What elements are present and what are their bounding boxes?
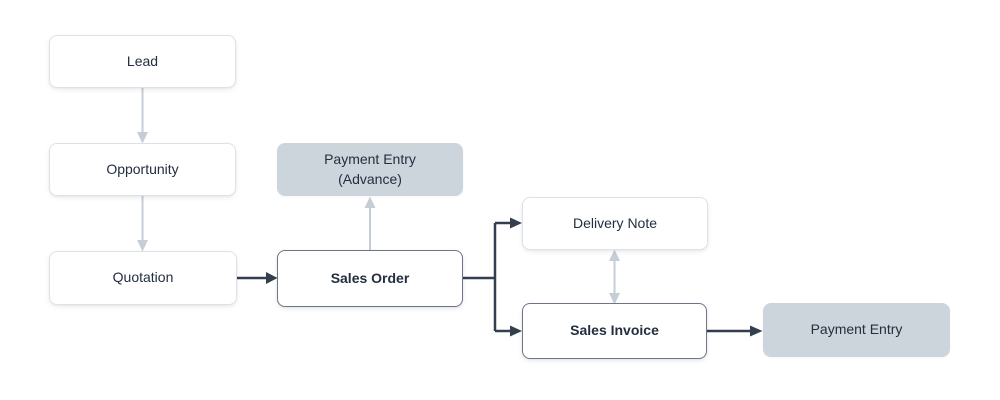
- edge-sales-order-branch: [463, 217, 522, 337]
- node-quotation: Quotation: [49, 251, 237, 305]
- node-payment-entry-advance-label-line2: (Advance): [338, 170, 402, 187]
- edge-sales-order-payment-entry-advance: [364, 196, 376, 250]
- node-payment-entry: Payment Entry: [763, 303, 950, 357]
- node-lead-label: Lead: [126, 52, 159, 69]
- node-sales-order-label: Sales Order: [330, 269, 410, 286]
- node-opportunity-label: Opportunity: [106, 160, 179, 177]
- node-payment-entry-advance-label-line1: Payment Entry: [324, 151, 416, 168]
- edge-quotation-sales-order: [237, 272, 278, 284]
- node-quotation-label: Quotation: [112, 269, 174, 286]
- node-sales-invoice: Sales Invoice: [522, 303, 707, 359]
- node-delivery-note-label: Delivery Note: [572, 214, 658, 231]
- edge-delivery-note-sales-invoice: [609, 249, 620, 305]
- node-opportunity: Opportunity: [49, 143, 236, 196]
- edge-sales-invoice-payment-entry: [707, 325, 763, 337]
- node-delivery-note: Delivery Note: [522, 197, 708, 250]
- edge-opportunity-quotation: [137, 196, 148, 252]
- node-lead: Lead: [49, 35, 236, 88]
- edge-lead-opportunity: [137, 88, 148, 144]
- node-payment-entry-label: Payment Entry: [810, 321, 903, 338]
- node-sales-order: Sales Order: [277, 250, 463, 307]
- node-payment-entry-advance: Payment Entry (Advance): [277, 143, 463, 196]
- node-sales-invoice-label: Sales Invoice: [570, 322, 659, 339]
